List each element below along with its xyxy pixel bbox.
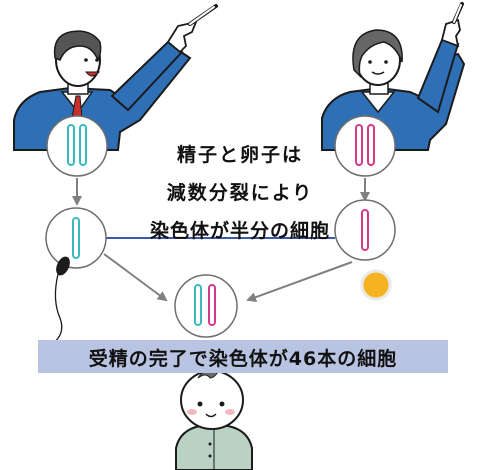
caption-line-2: 減数分裂により: [166, 182, 314, 204]
male-chromosome-pair: [67, 124, 87, 166]
caption-line-3: 染色体が半分の細胞: [149, 220, 330, 242]
arrow-sperm-to-zygote: [103, 253, 168, 302]
fertilization-banner: [38, 340, 448, 373]
female-chromosome-pair: [355, 124, 375, 166]
sperm-cell: [45, 207, 107, 269]
egg-icon: [360, 269, 392, 301]
egg-chromosome: [361, 209, 369, 251]
sperm-icon: [51, 256, 70, 345]
arrow-egg-to-zygote: [246, 261, 353, 302]
caption-line-1: 精子と卵子は: [176, 144, 303, 166]
father-cell: [46, 115, 108, 177]
sperm-chromosome: [72, 217, 80, 259]
baby-icon: [175, 369, 253, 470]
fertilized-cell: [174, 274, 238, 338]
fertilization-banner-text: 受精の完了で染色体が46本の細胞: [88, 348, 398, 370]
pointing-man-icon: [13, 4, 218, 151]
mother-cell: [334, 115, 396, 177]
egg-cell: [334, 199, 396, 261]
